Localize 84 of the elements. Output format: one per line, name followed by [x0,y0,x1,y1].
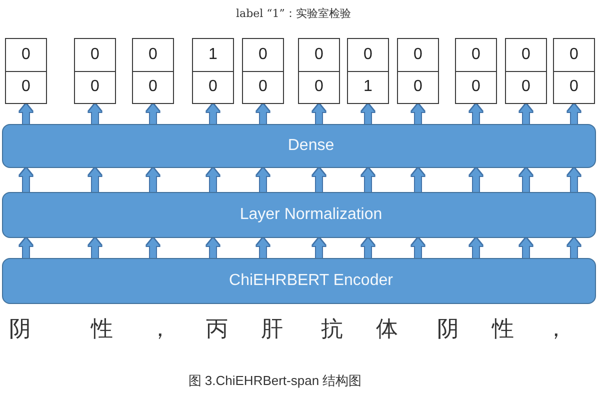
label-vector-box [455,38,497,104]
label-value: 0 [148,44,158,65]
arrow [362,168,374,192]
label-vector-box [242,38,284,104]
input-token: 抗 [320,316,344,344]
arrow [568,104,580,124]
input-token: 阴 [8,316,32,344]
label-value: 0 [506,70,546,103]
arrow [88,168,102,192]
arrow [520,104,532,124]
arrow [412,238,424,258]
arrow [256,104,270,124]
layer-bar [2,258,596,304]
label-value: 0 [314,44,324,65]
label-vector-box [347,38,389,104]
arrow [520,238,532,258]
arrow [20,168,32,192]
arrow [146,104,160,124]
label-value: 0 [299,70,339,103]
label-annotation: label “1”：实验室检验 [236,6,351,21]
label-vector-box [397,38,439,104]
layer-bar [2,124,596,168]
input-token: 肝 [260,316,284,344]
arrow [146,168,160,192]
input-token: 性 [90,316,114,344]
layer-name: Layer Normalization [240,206,382,224]
label-vector-box [74,38,116,104]
arrow [362,238,374,258]
arrow [256,238,270,258]
arrow [470,168,482,192]
input-token: 性 [490,316,515,344]
layer-name: Dense [288,137,334,155]
figure-caption: 图 3.ChiEHRBert-span 结构图 [187,372,363,390]
arrow [206,238,220,258]
label-value: 1 [348,70,388,103]
label-value: 0 [398,70,438,103]
label-value: 0 [90,44,100,65]
arrow [146,238,160,258]
arrow [312,104,326,124]
arrow [470,238,482,258]
arrow [412,168,424,192]
label-vector-box [5,38,47,104]
arrow [312,238,326,258]
arrow [520,168,532,192]
arrow [312,168,326,192]
input-token: 体 [375,316,399,344]
label-value: 1 [208,44,218,65]
arrow [206,104,220,124]
label-value: 0 [412,44,424,65]
label-value: 0 [75,70,115,103]
label-value: 0 [258,44,268,65]
arrow [362,104,374,124]
input-token: 阴 [436,316,460,344]
arrow [206,168,220,192]
arrow [20,104,32,124]
label-vector-box [505,38,547,104]
arrow [256,168,270,192]
arrow [88,104,102,124]
input-token: ， [544,316,568,344]
arrow [20,238,32,258]
input-token: ， [148,316,172,344]
label-value: 0 [193,70,233,103]
label-value: 0 [362,44,374,65]
label-vector-box [298,38,340,104]
label-value: 0 [470,44,482,65]
label-vector-box [192,38,234,104]
label-value: 0 [20,44,32,65]
arrow [568,238,580,258]
label-value: 0 [243,70,283,103]
arrow [412,104,424,124]
label-value: 0 [520,44,532,65]
label-vector-box [132,38,174,104]
input-token: 丙 [205,316,229,344]
label-value: 0 [133,70,173,103]
arrow [568,168,580,192]
layer-bar [2,192,596,238]
label-vector-box [553,38,595,104]
label-value: 0 [568,44,580,65]
arrow [88,238,102,258]
label-value: 0 [554,70,594,103]
arrow [470,104,482,124]
label-value: 0 [6,70,46,103]
layer-name: ChiEHRBERT Encoder [229,272,393,290]
label-value: 0 [456,70,496,103]
